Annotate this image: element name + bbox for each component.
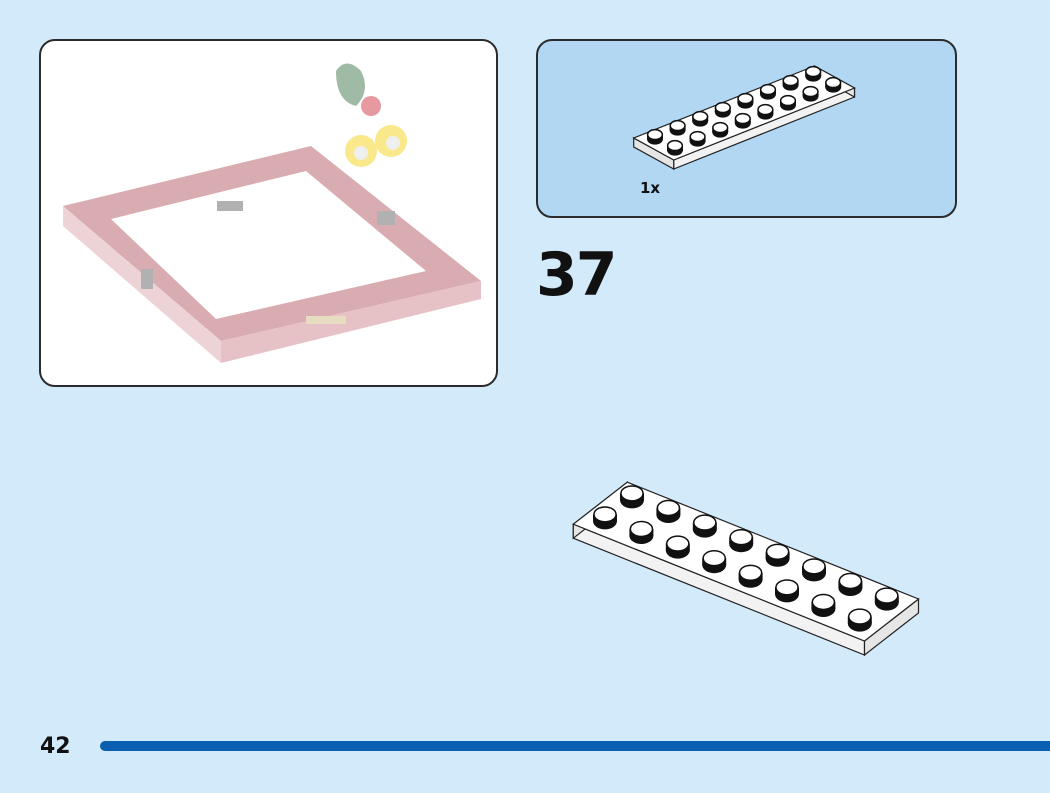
stud-top: [689, 130, 706, 143]
stud-top: [779, 94, 797, 107]
progress-bar: [100, 741, 1050, 751]
stud-top: [759, 83, 777, 96]
stud-top: [848, 608, 872, 625]
stud-top: [838, 572, 863, 590]
stud-top: [802, 85, 819, 98]
stud-top: [765, 543, 790, 560]
stud-top: [757, 103, 774, 116]
frame-model-image: [63, 63, 481, 363]
stud-top: [620, 485, 644, 502]
stud-top: [775, 579, 799, 596]
stud-top: [629, 520, 654, 538]
stud-top: [875, 587, 899, 604]
stud-top: [593, 506, 617, 523]
page-number: 42: [40, 734, 71, 759]
stud-top: [714, 101, 731, 114]
stud-top: [729, 529, 753, 546]
stud-top: [782, 74, 799, 87]
step-number: 37: [536, 240, 617, 310]
stud-top: [737, 92, 754, 105]
part-quantity: 1x: [640, 179, 661, 197]
stud-top: [666, 535, 690, 552]
stud-top: [712, 121, 729, 134]
stud-top: [811, 593, 836, 611]
stud-top: [656, 499, 681, 517]
stud-top: [734, 112, 751, 125]
stud-top: [825, 76, 842, 89]
previous-step-preview: [39, 39, 498, 387]
stud-top: [805, 65, 822, 78]
stud-top: [666, 139, 684, 152]
stud-top: [702, 550, 726, 567]
stud-top: [692, 110, 709, 123]
stud-top: [646, 128, 664, 141]
stud-top: [693, 514, 717, 531]
stud-top: [802, 558, 826, 575]
stud-top: [738, 564, 763, 581]
stud-top: [669, 119, 686, 132]
